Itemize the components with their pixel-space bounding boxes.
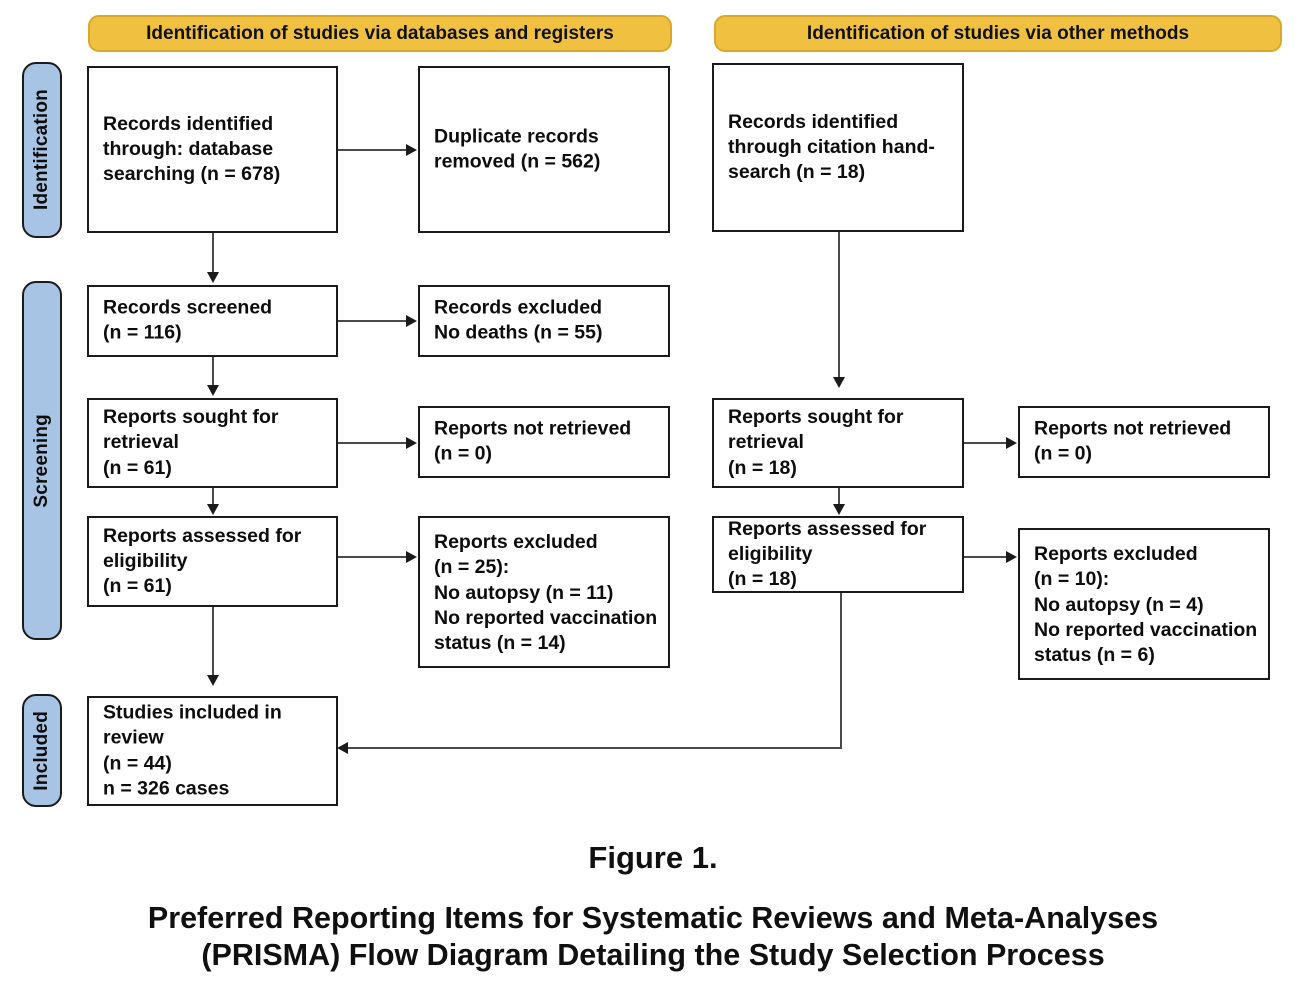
caption-figure-number: Figure 1. xyxy=(588,840,718,875)
box-studies-included: Studies included in review (n = 44) n = … xyxy=(87,696,338,806)
connector-right-elbow-vertical xyxy=(840,593,842,749)
box-reports-assessed-left: Reports assessed for eligibility (n = 61… xyxy=(87,516,338,607)
box-duplicate-records-removed: Duplicate records removed (n = 562) xyxy=(418,66,670,233)
stage-pill-screening: Screening xyxy=(22,281,62,640)
box-reports-not-retrieved-left: Reports not retrieved (n = 0) xyxy=(418,406,670,478)
box-records-identified-citation: Records identified through citation hand… xyxy=(712,63,964,232)
arrowhead-sought-to-not-retrieved-left xyxy=(406,437,417,449)
arrowhead-screened-to-excluded xyxy=(406,315,417,327)
box-reports-not-retrieved-left-text: Reports not retrieved (n = 0) xyxy=(434,417,632,465)
box-reports-not-retrieved-right: Reports not retrieved (n = 0) xyxy=(1018,406,1270,478)
arrowhead-assessed-to-included xyxy=(207,675,219,686)
connector-assessed-to-included xyxy=(212,607,214,677)
box-records-screened: Records screened (n = 116) xyxy=(87,285,338,357)
box-reports-excluded-right: Reports excluded (n = 10): No autopsy (n… xyxy=(1018,528,1270,680)
box-reports-sought-left-text: Reports sought for retrieval (n = 61) xyxy=(103,405,279,479)
arrowhead-identified-to-duplicates xyxy=(406,144,417,156)
box-records-identified-database: Records identified through: database sea… xyxy=(87,66,338,233)
connector-right-elbow-horizontal xyxy=(348,747,842,749)
arrowhead-sought-to-assessed-left xyxy=(207,504,219,515)
box-reports-excluded-left-text: Reports excluded (n = 25): No autopsy (n… xyxy=(434,531,658,655)
arrowhead-identified-to-screened xyxy=(207,272,219,283)
box-reports-excluded-right-text: Reports excluded (n = 10): No autopsy (n… xyxy=(1034,543,1258,667)
connector-assessed-to-excluded-right xyxy=(964,556,1006,558)
connector-sought-to-assessed-left xyxy=(212,488,214,506)
box-reports-sought-right: Reports sought for retrieval (n = 18) xyxy=(712,398,964,488)
connector-citation-to-sought-right xyxy=(838,232,840,379)
stage-label-screening: Screening xyxy=(31,413,52,508)
connector-identified-to-screened xyxy=(212,233,214,274)
arrowhead-screened-to-reports-sought xyxy=(207,385,219,396)
arrowhead-right-elbow-to-included xyxy=(337,742,348,754)
arrowhead-sought-to-assessed-right xyxy=(833,504,845,515)
box-reports-assessed-left-text: Reports assessed for eligibility (n = 61… xyxy=(103,524,302,598)
connector-assessed-to-excluded-left xyxy=(338,556,406,558)
header-databases-and-registers: Identification of studies via databases … xyxy=(88,15,672,52)
connector-sought-to-assessed-right xyxy=(838,488,840,506)
box-duplicate-records-removed-text: Duplicate records removed (n = 562) xyxy=(434,125,601,173)
arrowhead-sought-to-not-retrieved-right xyxy=(1006,437,1017,449)
connector-identified-to-duplicates xyxy=(338,149,406,151)
arrowhead-assessed-to-excluded-left xyxy=(406,551,417,563)
box-records-identified-citation-text: Records identified through citation hand… xyxy=(728,110,935,184)
arrowhead-assessed-to-excluded-right xyxy=(1006,551,1017,563)
box-records-excluded: Records excluded No deaths (n = 55) xyxy=(418,285,670,357)
header-other-methods: Identification of studies via other meth… xyxy=(714,15,1282,52)
box-records-screened-text: Records screened (n = 116) xyxy=(103,296,273,344)
arrowhead-citation-to-sought-right xyxy=(833,377,845,388)
box-studies-included-text: Studies included in review (n = 44) n = … xyxy=(103,701,282,800)
stage-label-included: Included xyxy=(31,710,52,791)
box-reports-sought-right-text: Reports sought for retrieval (n = 18) xyxy=(728,405,904,479)
connector-screened-to-excluded xyxy=(338,320,406,322)
box-reports-assessed-right: Reports assessed for eligibility (n = 18… xyxy=(712,516,964,593)
box-records-identified-database-text: Records identified through: database sea… xyxy=(103,112,281,186)
connector-screened-to-reports-sought xyxy=(212,357,214,387)
box-reports-assessed-right-text: Reports assessed for eligibility (n = 18… xyxy=(728,517,927,591)
stage-label-identification: Identification xyxy=(31,89,52,211)
box-records-excluded-text: Records excluded No deaths (n = 55) xyxy=(434,296,603,344)
box-reports-not-retrieved-right-text: Reports not retrieved (n = 0) xyxy=(1034,417,1232,465)
caption-title: Preferred Reporting Items for Systematic… xyxy=(147,901,1159,972)
stage-pill-identification: Identification xyxy=(22,62,62,238)
connector-sought-to-not-retrieved-right xyxy=(964,442,1006,444)
box-reports-excluded-left: Reports excluded (n = 25): No autopsy (n… xyxy=(418,516,670,668)
stage-pill-included: Included xyxy=(22,694,62,807)
connector-sought-to-not-retrieved-left xyxy=(338,442,406,444)
box-reports-sought-left: Reports sought for retrieval (n = 61) xyxy=(87,398,338,488)
